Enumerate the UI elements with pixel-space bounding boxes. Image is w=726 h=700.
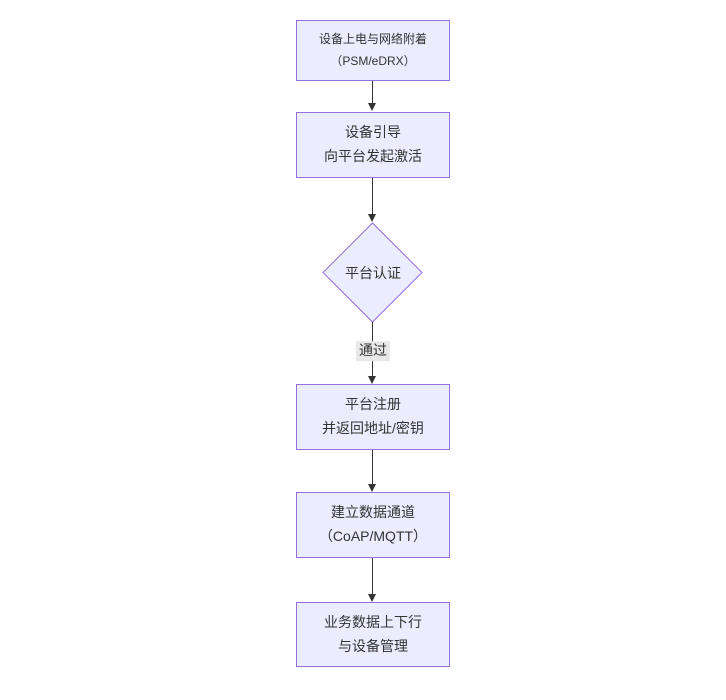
edge-bootstrap-to-auth <box>372 178 373 215</box>
arrowhead-icon <box>368 376 376 384</box>
node-business-data: 业务数据上下行 与设备管理 <box>296 602 450 667</box>
node-power-attach-line1: 设备上电与网络附着 <box>318 31 427 46</box>
node-data-channel-line2: （CoAP/MQTT） <box>318 528 428 544</box>
arrowhead-icon <box>368 594 376 602</box>
node-power-attach-line2: （PSM/eDRX） <box>330 53 416 68</box>
edge-register-to-channel <box>372 450 373 485</box>
node-power-attach: 设备上电与网络附着 （PSM/eDRX） <box>296 20 450 81</box>
node-register: 平台注册 并返回地址/密钥 <box>296 384 450 450</box>
arrowhead-icon <box>368 214 376 222</box>
edge-power-to-bootstrap <box>372 81 373 104</box>
edge-channel-to-business <box>372 558 373 595</box>
node-bootstrap-line1: 设备引导 <box>345 124 401 141</box>
node-bootstrap-line2: 向平台发起激活 <box>324 148 422 164</box>
node-data-channel: 建立数据通道 （CoAP/MQTT） <box>296 492 450 558</box>
arrowhead-icon <box>368 484 376 492</box>
node-business-data-line1: 业务数据上下行 <box>324 613 422 630</box>
node-auth-decision-label: 平台认证 <box>345 265 401 281</box>
node-business-data-line2: 与设备管理 <box>338 637 408 654</box>
edge-label-pass: 通过 <box>356 341 390 361</box>
node-register-line2: 并返回地址/密钥 <box>322 420 424 436</box>
arrowhead-icon <box>368 103 376 111</box>
node-bootstrap: 设备引导 向平台发起激活 <box>296 112 450 178</box>
node-data-channel-line1: 建立数据通道 <box>331 504 415 521</box>
node-register-line1: 平台注册 <box>345 396 401 413</box>
